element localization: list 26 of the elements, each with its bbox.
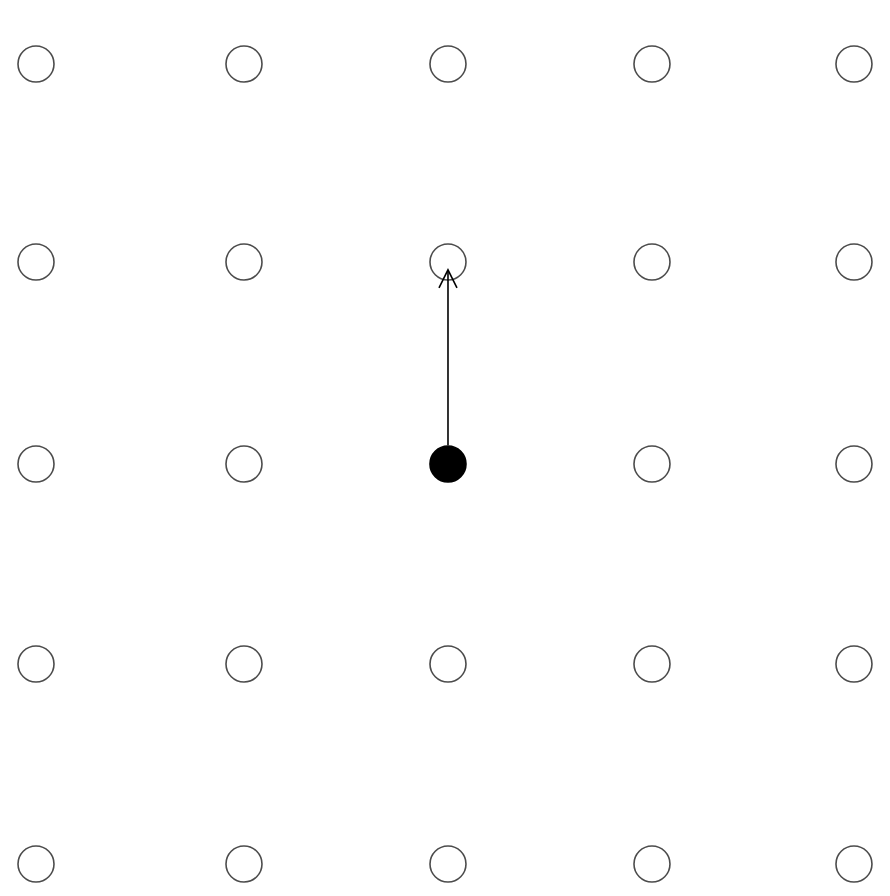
grid-circle (17, 45, 55, 83)
grid-circle (225, 45, 263, 83)
grid-circle (429, 45, 467, 83)
arrow (438, 268, 458, 446)
grid-circle (633, 445, 671, 483)
grid-circle (633, 845, 671, 883)
grid-circle (225, 243, 263, 281)
grid-circle (225, 845, 263, 883)
grid-circle (835, 243, 873, 281)
grid-circle (17, 645, 55, 683)
grid-circle (633, 645, 671, 683)
grid-circle (835, 845, 873, 883)
grid-circle (429, 845, 467, 883)
filled-dot (429, 445, 467, 483)
grid-circle (225, 645, 263, 683)
grid-circle (429, 645, 467, 683)
grid-circle (17, 445, 55, 483)
grid-circle (17, 243, 55, 281)
grid-circle (17, 845, 55, 883)
grid-circle (835, 645, 873, 683)
grid-circle (633, 243, 671, 281)
grid-circle (429, 243, 467, 281)
grid-circle (835, 445, 873, 483)
grid-circle (835, 45, 873, 83)
grid-circle (225, 445, 263, 483)
grid-circle (633, 45, 671, 83)
